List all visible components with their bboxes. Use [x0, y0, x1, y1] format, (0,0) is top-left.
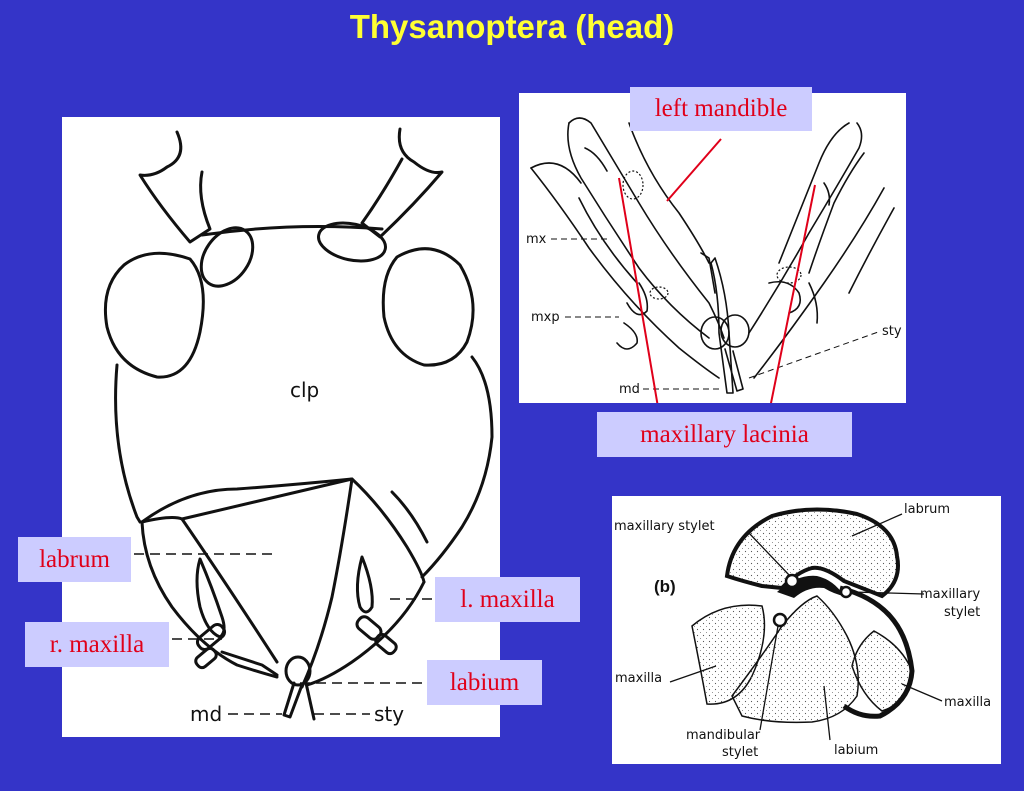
- slide-title: Thysanoptera (head): [349, 8, 675, 45]
- r-maxilla-callout: r. maxilla: [25, 622, 169, 667]
- left-maxilla: [140, 520, 279, 679]
- md-label: md: [190, 702, 222, 726]
- mandibular-label-1: mandibular: [686, 728, 761, 743]
- right-maxillary-stylet: [839, 585, 853, 599]
- maxillary-stylet-right-label-1: maxillary: [920, 587, 980, 602]
- left-mandible-callout: left mandible: [630, 87, 812, 131]
- left-antenna: [138, 130, 212, 244]
- mandibular-stylet: [772, 612, 788, 628]
- lacinia-pointer-right: [769, 184, 816, 403]
- b-label: (b): [654, 577, 676, 596]
- right-compound-eye: [381, 247, 475, 367]
- cross-section-panel: (b) labrum maxillary stylet maxillary st…: [612, 496, 1001, 764]
- labrum-callout: labrum: [18, 537, 131, 582]
- lacinia-pointer-left: [618, 177, 659, 403]
- labium-callout: labium: [427, 660, 542, 705]
- mandible-stylet: [282, 681, 304, 719]
- maxilla-right-section: [851, 630, 913, 712]
- stylet-diagram-panel: mx mxp md sty: [519, 93, 906, 403]
- mandibular-label-2: stylet: [722, 745, 758, 760]
- maxillary-lacinia-callout: maxillary lacinia: [597, 412, 852, 457]
- labium-section: [731, 595, 859, 724]
- left-compound-eye: [103, 251, 205, 379]
- labrum-outline: [140, 477, 354, 689]
- maxillary-stylet-right-label-2: stylet: [944, 605, 980, 620]
- maxilla-left-label: maxilla: [615, 671, 662, 686]
- right-maxilla: [305, 580, 426, 687]
- mxp-label: mxp: [531, 310, 560, 325]
- head-capsule: [114, 225, 494, 579]
- mx-label: mx: [526, 232, 547, 247]
- stylet-diagram: mx mxp md sty: [526, 117, 902, 403]
- right-antenna-base: [317, 221, 387, 263]
- left-mandible-pointer: [666, 138, 722, 202]
- right-antenna: [360, 127, 444, 239]
- clp-label: clp: [290, 378, 319, 402]
- md-label-stylet: md: [619, 382, 640, 397]
- head-diagram: clp md sty: [103, 127, 494, 726]
- sty-label: sty: [374, 702, 404, 726]
- maxillary-stylet-left-label: maxillary stylet: [614, 519, 715, 534]
- cross-section-diagram: (b) labrum maxillary stylet maxillary st…: [614, 502, 991, 760]
- left-maxillary-stylet: [784, 573, 800, 589]
- maxilla-right-label: maxilla: [944, 695, 991, 710]
- stylet-base: [284, 655, 312, 687]
- l-maxilla-callout: l. maxilla: [435, 577, 580, 622]
- labrum-section-label: labrum: [904, 502, 950, 517]
- labium-section-label: labium: [834, 743, 878, 758]
- sty-label-stylet: sty: [882, 324, 902, 339]
- sty-leader-stylet: [748, 330, 882, 379]
